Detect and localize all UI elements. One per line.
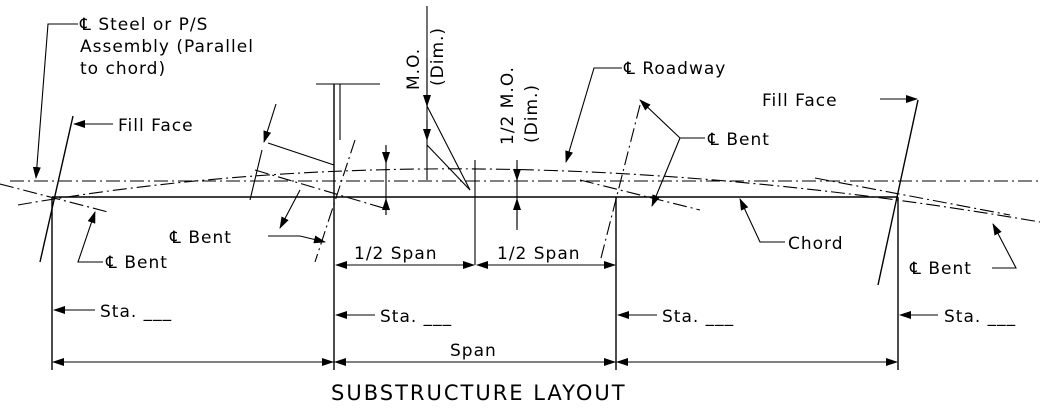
roadway-curve: [17, 168, 1041, 223]
span-label: Span: [450, 341, 497, 361]
bent-1-centerline: [0, 183, 109, 213]
mo-label: M.O.: [404, 48, 424, 90]
bent-2-offset-a: [267, 142, 335, 166]
bent-3-skew: [579, 179, 701, 211]
sta-3-label: Sta. ___: [662, 307, 734, 327]
sta-1-label: Sta. ___: [100, 302, 172, 322]
bent-mid-label: ℄ Bent: [169, 228, 232, 248]
mo-dim-label: (Dim.): [428, 27, 448, 86]
half-mo-dim-label: (Dim.): [522, 84, 542, 143]
bent-2-centerline: [314, 139, 356, 263]
bent-far-right-label: ℄ Bent: [909, 259, 972, 279]
half-span-1-label: 1/2 Span: [354, 244, 438, 264]
bent-2-leader: [268, 235, 326, 244]
drawing-title: SUBSTRUCTURE LAYOUT: [331, 381, 627, 405]
bent-4-skew: [814, 177, 1011, 216]
steel-label-line-1: ℄ Steel or P/S: [79, 15, 208, 35]
bent-4-leader: [992, 223, 1017, 269]
fill-face-right-label: Fill Face: [762, 91, 838, 111]
steel-label-line-2: Assembly (Parallel: [80, 37, 254, 57]
bent-3-centerline: [599, 104, 641, 263]
half-span-2-label: 1/2 Span: [497, 244, 581, 264]
sta-4-label: Sta. ___: [944, 307, 1016, 327]
chord-label: Chord: [788, 234, 844, 254]
bent-2-offset-leader-b: [279, 189, 301, 229]
mo-leader-diag2: [426, 144, 471, 191]
fill-face-right-line: [877, 99, 919, 286]
bent-2-skew: [254, 169, 391, 211]
chord-leader: [739, 198, 785, 243]
fill-face-left-label: Fill Face: [118, 116, 194, 136]
steel-leader: [32, 23, 78, 179]
steel-label-line-3: to chord): [80, 59, 166, 79]
half-mo-label: 1/2 M.O.: [498, 66, 518, 145]
bent-1-leader: [77, 211, 103, 263]
roadway-label: ℄ Roadway: [623, 59, 726, 79]
fill-face-left-line: [39, 115, 74, 263]
bent-2-offset-b: [249, 149, 263, 201]
roadway-leader: [565, 67, 622, 163]
bent-2-offset-leader: [263, 103, 277, 143]
sta-2-label: Sta. ___: [380, 307, 452, 327]
bent-3-leader-b: [651, 137, 681, 207]
bent-left-label: ℄ Bent: [105, 253, 168, 273]
mo-leader-diag: [426, 105, 471, 191]
bent-right-label: ℄ Bent: [707, 130, 770, 150]
bent-3-leader-a: [639, 99, 705, 139]
